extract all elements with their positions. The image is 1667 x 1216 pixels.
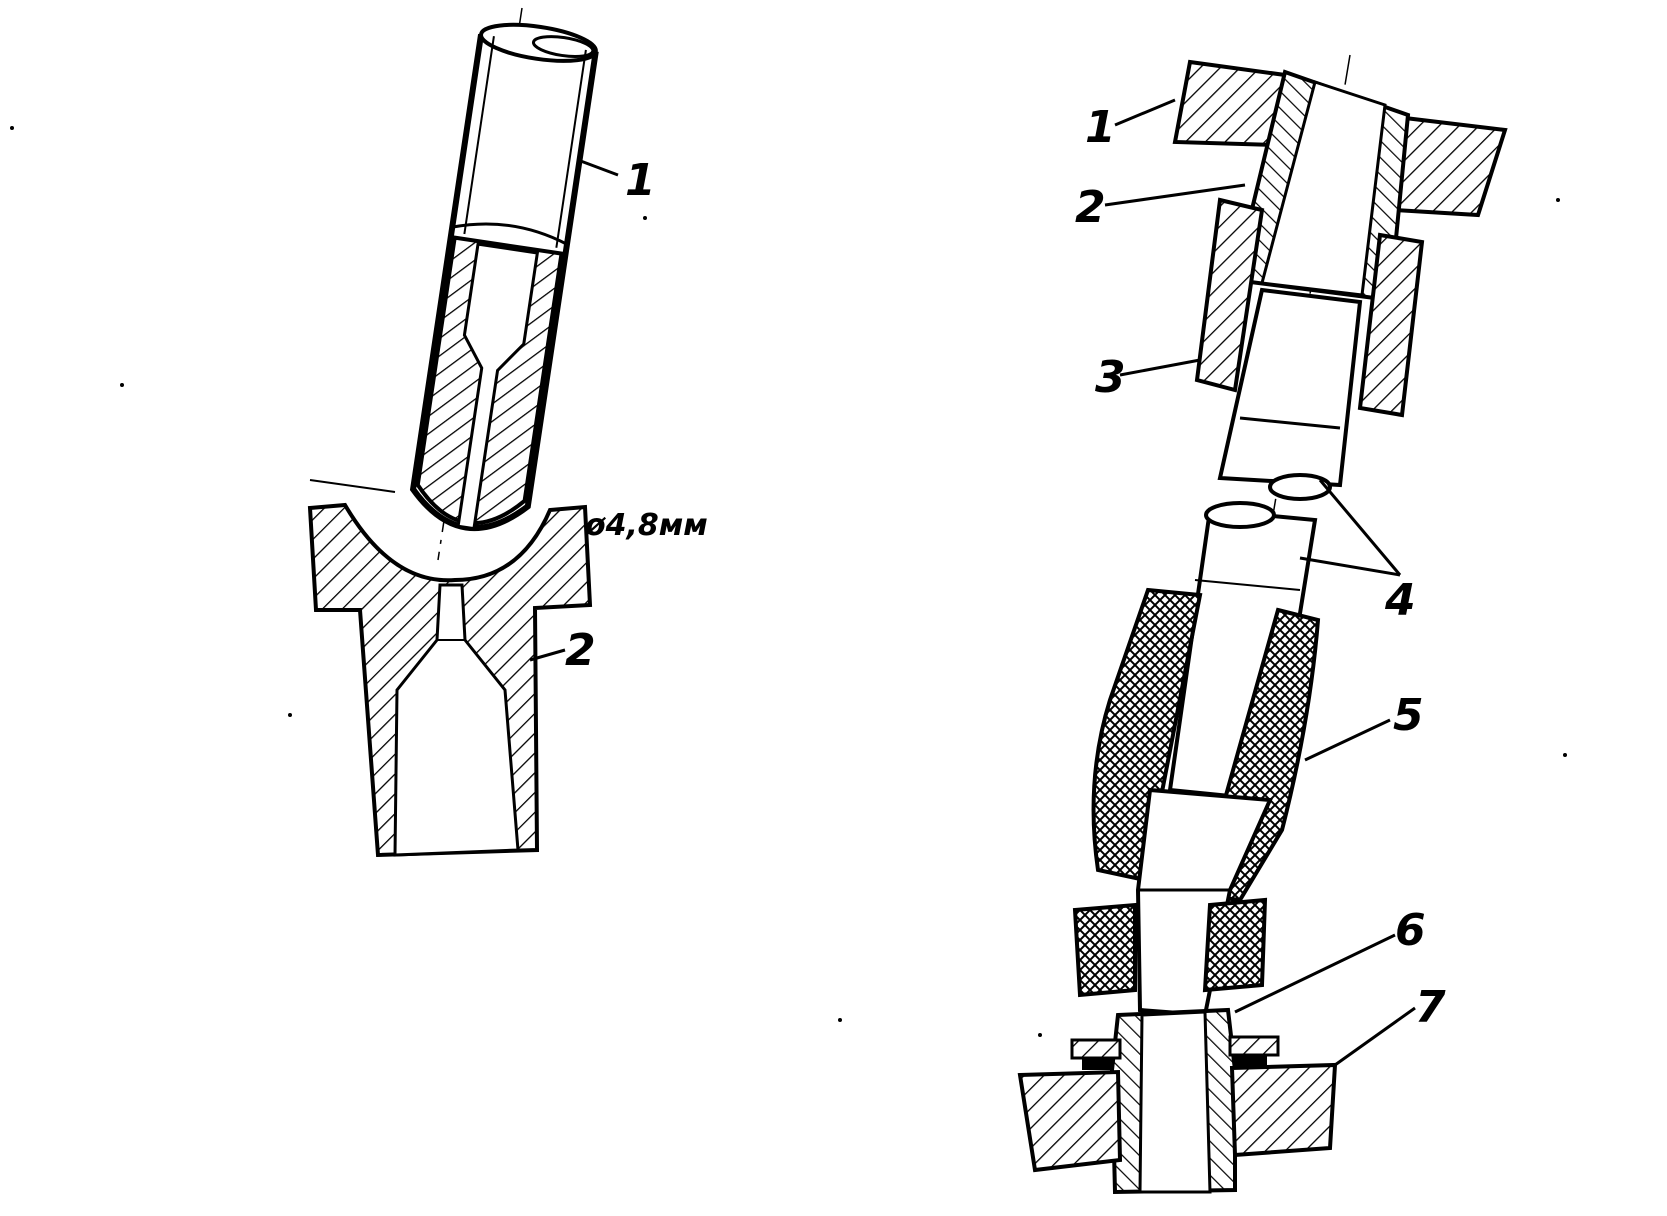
- right-assembly: 1 2 3 4 5 6 7: [1017, 54, 1508, 1195]
- right-callout-7: 7: [1415, 982, 1446, 1033]
- right-leader-2: [1104, 183, 1246, 207]
- left-leader-2: [529, 648, 566, 662]
- right-leader-4b: [1299, 556, 1401, 577]
- right-callout-6: 6: [1395, 905, 1426, 956]
- right-callout-5: 5: [1393, 690, 1424, 741]
- scan-specks: [10, 126, 1567, 1037]
- left-assembly: 1 2 ø4,8мм: [307, 7, 708, 858]
- left-nozzle: [307, 502, 593, 858]
- right-callout-1: 1: [1085, 102, 1116, 153]
- right-leader-3: [1119, 358, 1201, 377]
- right-upper-pipe: [1217, 287, 1363, 501]
- right-leader-6: [1234, 933, 1396, 1014]
- left-tube: [409, 22, 599, 531]
- right-lower-collar-left: [1072, 902, 1137, 998]
- right-bottom-plate-left: [1017, 1069, 1123, 1173]
- left-callout-2: 2: [565, 625, 596, 676]
- left-leader-1: [577, 158, 619, 177]
- right-leader-5: [1304, 718, 1391, 762]
- left-dimension-label: ø4,8мм: [584, 508, 708, 543]
- right-callout-3: 3: [1095, 352, 1126, 403]
- right-lower-collar-right: [1202, 897, 1268, 993]
- right-callout-2: 2: [1075, 182, 1106, 233]
- right-callout-4: 4: [1384, 575, 1416, 626]
- right-leader-1: [1114, 98, 1176, 127]
- right-leader-7: [1334, 1006, 1416, 1067]
- right-leader-4a: [1318, 479, 1402, 576]
- right-bottom-plate-right: [1229, 1062, 1338, 1158]
- right-union-nut: [1194, 197, 1425, 418]
- left-leader-dim: [309, 479, 396, 493]
- right-lower-fitting: [1070, 1007, 1280, 1195]
- right-top-plate-right: [1392, 115, 1508, 218]
- left-callout-1: 1: [625, 155, 656, 206]
